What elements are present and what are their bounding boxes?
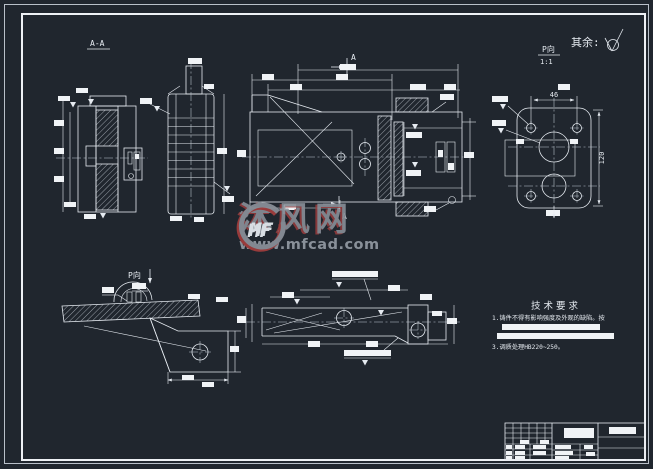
title-block-center: [552, 428, 598, 460]
view-p-plate: P向 1:1 46: [492, 44, 606, 219]
tech-req-title: 技术要求: [531, 300, 581, 312]
bar-section: [61, 281, 207, 352]
logo-text: MF: [249, 219, 273, 241]
bottom-side-outline: [246, 304, 460, 345]
view-left-profile: [140, 58, 234, 222]
section-aa-text: A-A: [90, 39, 105, 48]
surface-finish-note: 其余:: [571, 28, 624, 52]
main-outline: [242, 94, 474, 217]
mfcad-logo: MF MF: [236, 202, 289, 252]
title-block-right: [598, 427, 645, 449]
angle-plate: [149, 317, 229, 373]
profile-dimensions: [140, 58, 234, 222]
view-p-label: P向: [542, 44, 555, 54]
part-name-block: [564, 428, 594, 438]
plate-dimensions: 46 120: [492, 84, 606, 219]
profile-outline: [167, 60, 215, 220]
view-p-label-group: P向 1:1: [538, 44, 560, 66]
view-aa-outline: [56, 95, 148, 213]
view-section-aa: [54, 88, 148, 219]
main-side-dimensions: [237, 94, 476, 212]
tech-req-line3: 3.调质处理HB220~250。: [492, 343, 564, 351]
dim-46: 46: [550, 91, 558, 99]
main-top-dimensions: [251, 64, 460, 120]
view-p-scale: 1:1: [540, 58, 553, 66]
section-aa-label: A-A: [87, 39, 110, 50]
view-aa-dimensions: [54, 88, 139, 219]
view-p-bottom-dimensions: [167, 294, 241, 387]
logo-sparkle-icon: [279, 205, 289, 214]
title-block: [504, 422, 646, 461]
dim-120: 120: [598, 152, 606, 165]
view-main-section: A A: [237, 53, 476, 221]
tech-requirements: 技术要求 1.铸件不得有影响强度及外观的缺陷。按 3.调质处理HB220~250…: [492, 300, 614, 351]
view-bottom-side: [237, 271, 460, 366]
surface-note-label: 其余:: [571, 35, 600, 49]
logo-text-shadow: MF: [247, 220, 271, 242]
bottom-side-dimensions: [237, 271, 457, 366]
tech-req-redacted-line: [497, 333, 614, 339]
tech-req-redacted-line: [502, 324, 600, 330]
view-p-bottom-label: P向: [128, 270, 141, 280]
plate-outline: [504, 98, 600, 216]
section-arrow-bottom-label: A: [342, 212, 347, 221]
surface-roughness-icon: [604, 28, 624, 52]
sheet-borders: [4, 4, 649, 464]
title-block-revision-grid: [505, 423, 552, 460]
view-p-bottom: P向: [61, 269, 241, 387]
tech-req-line1: 1.铸件不得有影响强度及外观的缺陷。按: [492, 314, 605, 322]
watermark: MF MF 沐风网 www.mfcad.com: [236, 201, 432, 253]
company-block: [609, 427, 636, 434]
view-p-bottom-label-group: P向: [128, 269, 152, 284]
section-arrow-top-label: A: [351, 53, 356, 62]
